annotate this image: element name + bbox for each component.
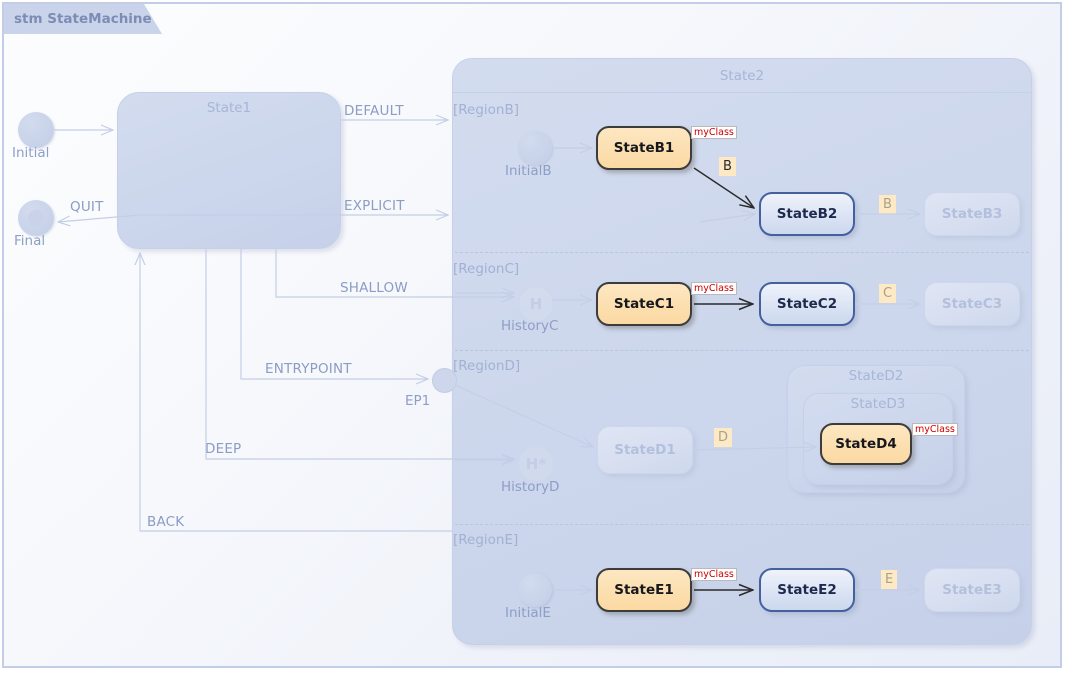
- stereotype-stateb1: myClass: [691, 126, 737, 139]
- region-label-b: [RegionB]: [453, 102, 520, 118]
- entry-point-ep1-label: EP1: [405, 393, 431, 409]
- state-stated2-label: StateD2: [848, 368, 904, 384]
- state-statec3[interactable]: StateC3: [924, 282, 1020, 326]
- diagram-frame-title: stm StateMachine: [4, 4, 162, 34]
- trigger-chip-b1: B: [719, 157, 736, 176]
- state-stated1-label: StateD1: [614, 442, 676, 458]
- stereotype-stated4: myClass: [912, 423, 958, 436]
- shallow-history-label: HistoryC: [501, 318, 559, 334]
- state-stateb2[interactable]: StateB2: [759, 192, 855, 236]
- trigger-chip-e: E: [881, 570, 898, 589]
- transition-label-default: DEFAULT: [344, 103, 404, 119]
- state-statee3-label: StateE3: [942, 582, 1002, 598]
- state-stateb3[interactable]: StateB3: [924, 192, 1020, 236]
- state2-title-separator: [452, 92, 1032, 93]
- state-statee3[interactable]: StateE3: [924, 568, 1020, 612]
- state-stateb3-label: StateB3: [941, 206, 1003, 222]
- state-statee1[interactable]: StateE1: [596, 568, 692, 612]
- state-stated3-label: StateD3: [850, 396, 906, 412]
- state-stated4-label: StateD4: [835, 436, 897, 452]
- region-divider-c-d: [455, 350, 1029, 351]
- state-statee2-label: StateE2: [777, 582, 837, 598]
- state-state1[interactable]: State1: [117, 92, 341, 249]
- transition-label-explicit: EXPLICIT: [344, 198, 405, 214]
- deep-history-label: HistoryD: [501, 479, 560, 495]
- stereotype-statec1: myClass: [691, 282, 737, 295]
- region-divider-d-e: [455, 524, 1029, 525]
- state-statec1-label: StateC1: [613, 296, 675, 312]
- transition-label-deep: DEEP: [205, 441, 242, 457]
- region-divider-b-c: [455, 252, 1029, 253]
- state-statee1-label: StateE1: [614, 582, 674, 598]
- state-state1-label: State1: [206, 100, 252, 116]
- state-state2-label: State2: [719, 68, 765, 84]
- final-state-inner-dot: [28, 210, 44, 226]
- trigger-chip-b2: B: [879, 195, 896, 214]
- trigger-chip-c: C: [879, 284, 897, 303]
- state-stated1[interactable]: StateD1: [597, 426, 693, 474]
- state-statec2[interactable]: StateC2: [759, 282, 855, 326]
- transition-label-back: BACK: [147, 514, 185, 530]
- trigger-chip-d: D: [714, 428, 733, 447]
- entry-point-ep1-icon[interactable]: [432, 368, 457, 393]
- transition-label-quit: QUIT: [70, 199, 104, 215]
- initialb-pseudostate-label: InitialB: [505, 163, 552, 179]
- initial-pseudostate-icon[interactable]: [18, 112, 54, 148]
- state-statec2-label: StateC2: [776, 296, 838, 312]
- stereotype-statee1: myClass: [691, 568, 737, 581]
- state-stateb2-label: StateB2: [776, 206, 838, 222]
- state-statec3-label: StateC3: [941, 296, 1003, 312]
- state-stateb1-label: StateB1: [613, 140, 675, 156]
- region-label-c: [RegionC]: [453, 261, 520, 277]
- state-statee2[interactable]: StateE2: [759, 568, 855, 612]
- region-label-e: [RegionE]: [453, 532, 519, 548]
- transition-label-entrypoint: ENTRYPOINT: [265, 361, 352, 377]
- initiale-pseudostate-label: InitialE: [505, 605, 551, 621]
- region-label-d: [RegionD]: [453, 358, 521, 374]
- initiale-pseudostate-icon[interactable]: [518, 573, 552, 607]
- initial-pseudostate-label: Initial: [12, 145, 50, 161]
- deep-history-icon[interactable]: H*: [518, 446, 554, 482]
- state-statec1[interactable]: StateC1: [596, 282, 692, 326]
- final-state-label: Final: [14, 233, 46, 249]
- transition-label-shallow: SHALLOW: [340, 280, 408, 296]
- state-stateb1[interactable]: StateB1: [596, 126, 692, 170]
- state-stated4[interactable]: StateD4: [820, 423, 912, 465]
- initialb-pseudostate-icon[interactable]: [518, 131, 552, 165]
- shallow-history-icon[interactable]: H: [518, 286, 554, 322]
